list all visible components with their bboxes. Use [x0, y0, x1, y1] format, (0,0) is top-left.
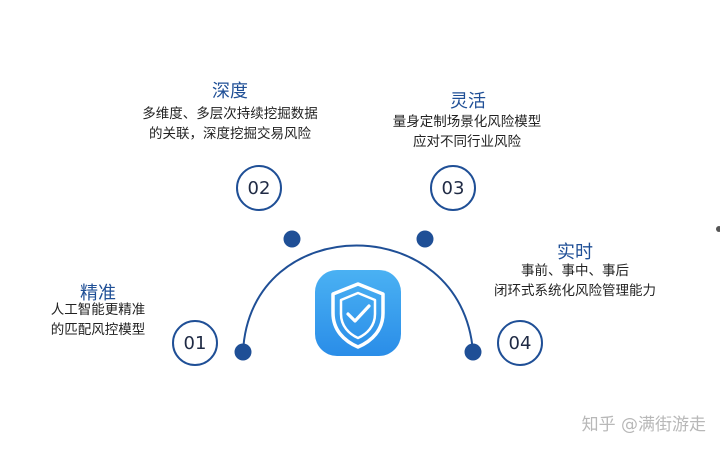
number-circle-03: 03 [430, 165, 476, 211]
arc-dot-01 [234, 343, 252, 361]
feature-desc-03: 量身定制场景化风险模型 应对不同行业风险 [377, 112, 557, 152]
feature-desc-04: 事前、事中、事后 闭环式系统化风险管理能力 [480, 261, 670, 301]
shield-check-icon [315, 270, 401, 356]
edge-dot [716, 226, 720, 232]
feature-desc-03-line2: 应对不同行业风险 [413, 134, 521, 150]
feature-desc-01-line1: 人工智能更精准 [50, 302, 146, 318]
feature-title-03: 灵活 [450, 91, 486, 112]
feature-title-04: 实时 [557, 242, 593, 263]
arc-dot-03 [416, 230, 434, 248]
watermark: 知乎 @满街游走 [581, 415, 706, 435]
arc-dot-04 [464, 343, 482, 361]
number-circle-04: 04 [497, 320, 543, 366]
feature-title-02: 深度 [212, 81, 248, 102]
feature-desc-02: 多维度、多层次持续挖掘数据 的关联，深度挖掘交易风险 [120, 104, 340, 144]
number-circle-01: 01 [172, 320, 218, 366]
feature-desc-02-line1: 多维度、多层次持续挖掘数据 [142, 106, 318, 122]
number-circle-02: 02 [236, 165, 282, 211]
feature-title-01: 精准 [80, 283, 116, 304]
feature-desc-01-line2: 的匹配风控模型 [50, 322, 146, 338]
arc-dot-02 [283, 230, 301, 248]
feature-desc-02-line2: 的关联，深度挖掘交易风险 [149, 126, 311, 142]
feature-desc-03-line1: 量身定制场景化风险模型 [392, 114, 542, 130]
feature-desc-04-line2: 闭环式系统化风险管理能力 [494, 283, 656, 299]
feature-desc-01: 人工智能更精准 的匹配风控模型 [30, 300, 166, 340]
arc-line [242, 244, 474, 353]
feature-desc-04-line1: 事前、事中、事后 [521, 263, 629, 279]
